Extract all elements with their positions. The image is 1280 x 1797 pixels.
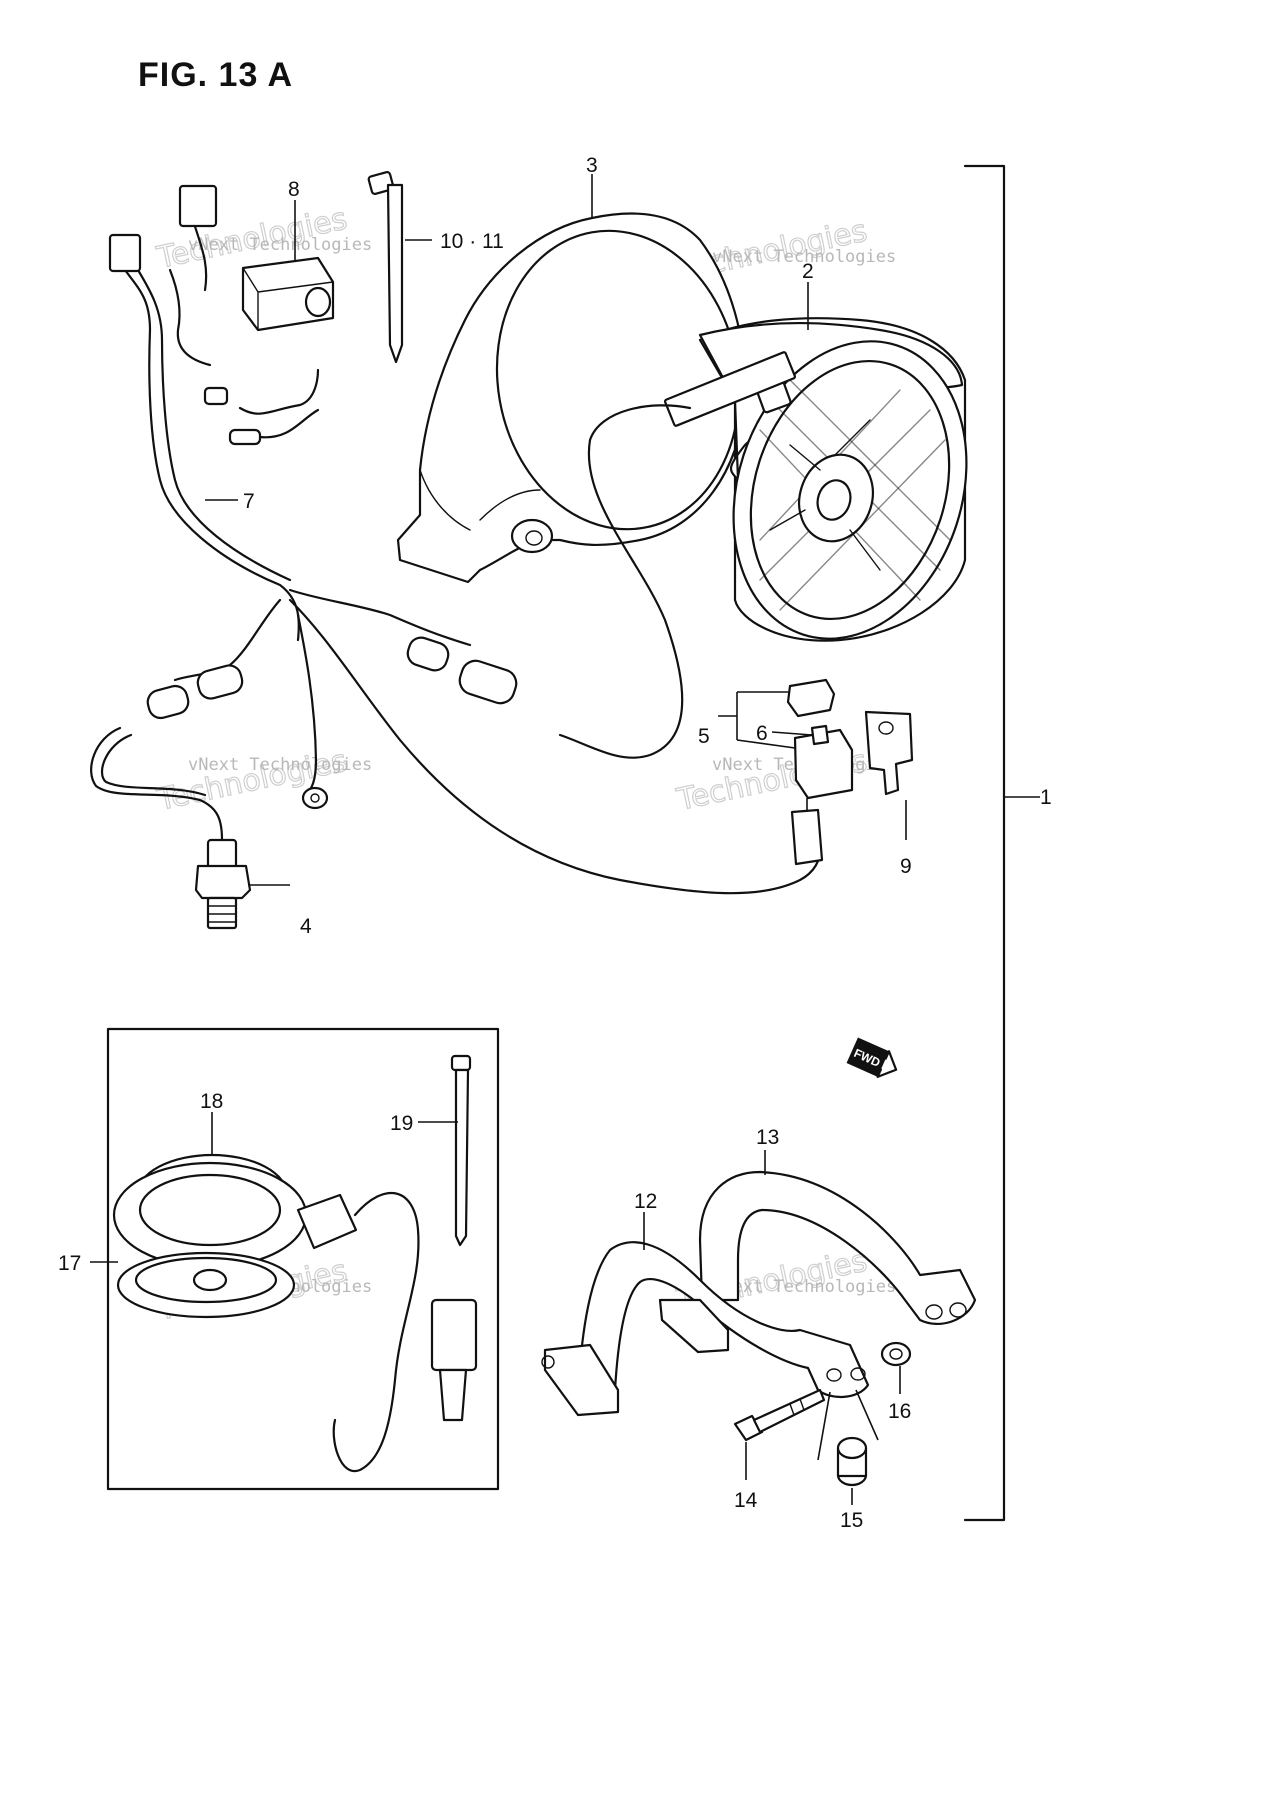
callout-4: 4 xyxy=(300,915,312,938)
relay-icon xyxy=(718,678,854,866)
thermo-switch-icon xyxy=(90,726,290,930)
watermark-text: vNext Technologies xyxy=(188,755,372,775)
stay-bracket-icon xyxy=(698,1150,977,1325)
figure-title: FIG. 13 A xyxy=(138,56,294,94)
callout-2: 2 xyxy=(802,260,814,283)
wiring-harness-icon xyxy=(123,208,822,895)
watermark-text: vNext Technologies xyxy=(712,247,896,267)
assembly-bracket xyxy=(963,164,1040,1522)
callout-10-11: 10 · 11 xyxy=(440,230,504,253)
callout-6: 6 xyxy=(756,722,768,745)
cable-tie-icon xyxy=(450,1054,472,1247)
stay-bracket-icon xyxy=(541,1212,870,1417)
callout-15: 15 xyxy=(840,1509,863,1532)
callout-16: 16 xyxy=(888,1400,911,1423)
callout-labels: 1 2 3 4 5 6 7 8 9 10 · 11 12 13 14 15 16… xyxy=(58,154,1052,1532)
callout-17: 17 xyxy=(58,1252,81,1275)
fan-lead-wire xyxy=(558,404,692,759)
speed-sensor-icon xyxy=(112,1153,478,1473)
callout-14: 14 xyxy=(734,1489,758,1512)
callout-3: 3 xyxy=(586,154,598,177)
cable-tie-icon xyxy=(367,171,432,364)
harness-connector-group xyxy=(108,184,518,720)
callout-7: 7 xyxy=(243,490,255,513)
fan-motor-icon xyxy=(663,317,968,642)
control-unit-icon xyxy=(241,200,335,332)
bolt-icon xyxy=(733,1388,826,1480)
watermark-text: vNext Technologies xyxy=(712,1277,896,1297)
bracket-icon xyxy=(864,710,914,840)
sensor-inset-box xyxy=(90,1027,500,1491)
callout-13: 13 xyxy=(756,1126,779,1149)
callout-8: 8 xyxy=(288,178,300,201)
washer-icon xyxy=(880,1341,912,1394)
callout-12: 12 xyxy=(634,1190,657,1213)
callout-5: 5 xyxy=(698,725,710,748)
watermark-text: vNext Technologies xyxy=(188,235,372,255)
callout-18: 18 xyxy=(200,1090,223,1113)
callout-9: 9 xyxy=(900,855,912,878)
fwd-arrow-icon: FWD xyxy=(846,1037,898,1078)
callout-19: 19 xyxy=(390,1112,413,1135)
callout-1: 1 xyxy=(1040,786,1052,809)
collar-icon xyxy=(817,1389,879,1505)
